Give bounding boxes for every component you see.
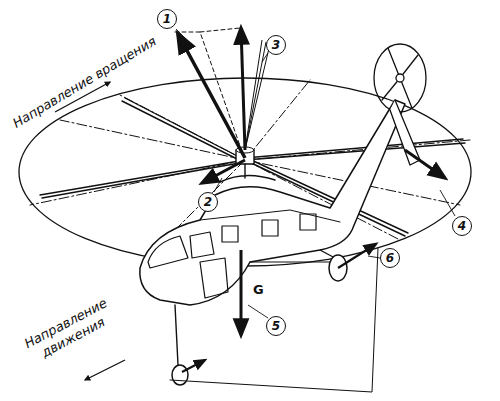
callout-number: 4 (452, 216, 472, 236)
callout-number: 5 (266, 316, 286, 336)
callout-number: 6 (380, 248, 400, 268)
callout-number: 1 (157, 9, 177, 29)
callout-number: 2 (198, 192, 218, 212)
force-label: G (252, 282, 265, 297)
callout-number: 3 (266, 35, 286, 55)
direction-label: Направление движения (18, 293, 122, 369)
direction-label: Направление вращения (10, 33, 159, 131)
